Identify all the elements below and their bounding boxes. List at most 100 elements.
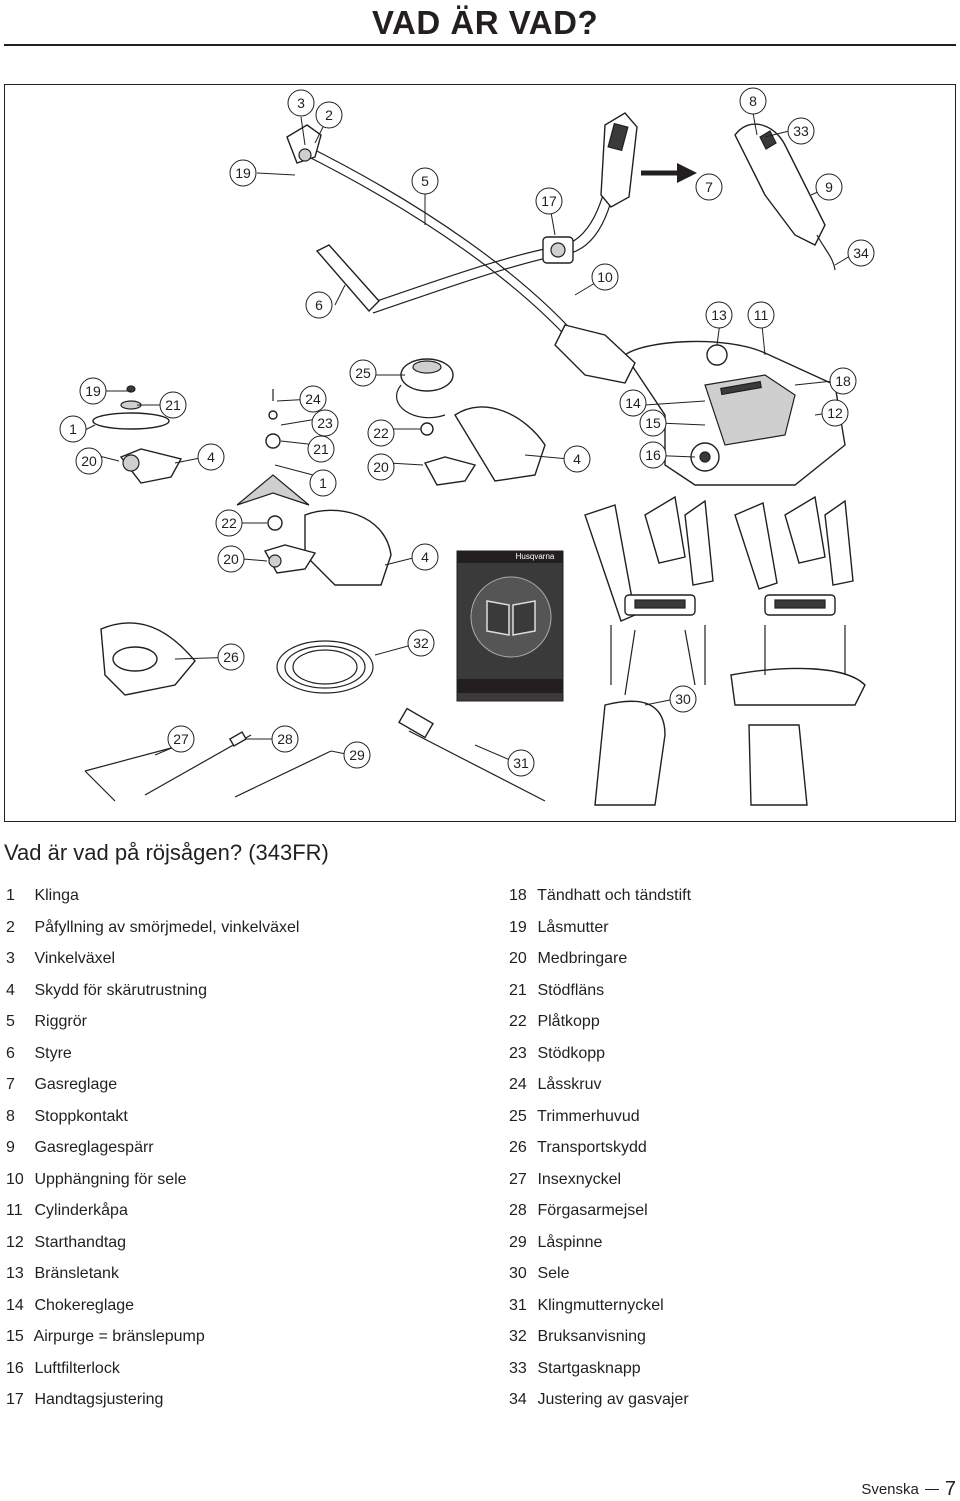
callout-34: 34 bbox=[847, 239, 875, 267]
svg-text:17: 17 bbox=[541, 193, 557, 209]
svg-text:2: 2 bbox=[325, 107, 333, 123]
svg-text:4: 4 bbox=[207, 449, 215, 465]
list-item: 16 Luftfilterlock bbox=[6, 1359, 120, 1377]
svg-text:5: 5 bbox=[421, 173, 429, 189]
callout-15: 15 bbox=[639, 409, 667, 437]
callout-19a: 19 bbox=[229, 159, 257, 187]
callout-33: 33 bbox=[787, 117, 815, 145]
callout-9: 9 bbox=[815, 173, 843, 201]
svg-text:21: 21 bbox=[165, 397, 181, 413]
callout-13: 13 bbox=[705, 301, 733, 329]
page-number: 7 bbox=[944, 1478, 956, 1500]
svg-text:9: 9 bbox=[825, 179, 833, 195]
callout-22b: 22 bbox=[215, 509, 243, 537]
list-item: 21 Stödfläns bbox=[509, 981, 605, 999]
list-item: 6 Styre bbox=[6, 1044, 72, 1062]
blade-assembly-drawing bbox=[92, 358, 546, 696]
list-item: 29 Låspinne bbox=[509, 1233, 603, 1251]
list-item: 8 Stoppkontakt bbox=[6, 1107, 128, 1125]
list-item: 1 Klinga bbox=[6, 887, 79, 904]
page-footer: Svenska 7 bbox=[861, 1478, 956, 1501]
svg-text:30: 30 bbox=[675, 691, 691, 707]
svg-text:20: 20 bbox=[223, 551, 239, 567]
list-item: 9 Gasreglagespärr bbox=[6, 1139, 154, 1156]
svg-text:11: 11 bbox=[754, 307, 769, 323]
callout-1b: 1 bbox=[309, 469, 337, 497]
svg-text:8: 8 bbox=[749, 93, 757, 109]
list-item: 27 Insexnyckel bbox=[509, 1170, 622, 1188]
list-item: 30 Sele bbox=[509, 1265, 570, 1282]
svg-text:13: 13 bbox=[711, 307, 727, 323]
callout-21b: 21 bbox=[307, 435, 335, 463]
svg-text:4: 4 bbox=[421, 549, 429, 565]
list-item: 3 Vinkelväxel bbox=[6, 950, 116, 967]
parts-illustration: Husqvarna bbox=[4, 84, 956, 822]
manual-brand: Husqvarna bbox=[516, 552, 555, 561]
list-item: 33 Startgasknapp bbox=[509, 1359, 641, 1377]
list-item: 5 Riggrör bbox=[6, 1013, 87, 1030]
svg-text:20: 20 bbox=[373, 459, 389, 475]
list-item: 7 Gasreglage bbox=[6, 1076, 118, 1093]
footer-language: Svenska bbox=[861, 1481, 919, 1498]
list-item: 18 Tändhatt och tändstift bbox=[509, 887, 692, 904]
svg-text:1: 1 bbox=[69, 421, 77, 437]
list-item: 24 Låsskruv bbox=[509, 1076, 602, 1093]
list-item: 34 Justering av gasvajer bbox=[509, 1391, 689, 1408]
tools-drawing bbox=[84, 707, 546, 802]
svg-text:22: 22 bbox=[373, 425, 389, 441]
svg-text:21: 21 bbox=[313, 441, 329, 457]
callout-4b: 4 bbox=[563, 445, 591, 473]
svg-text:15: 15 bbox=[645, 415, 661, 431]
list-item: 10 Upphängning för sele bbox=[6, 1170, 187, 1188]
list-item: 4 Skydd för skärutrustning bbox=[6, 981, 207, 999]
svg-text:25: 25 bbox=[355, 365, 371, 381]
callout-10: 10 bbox=[591, 263, 619, 291]
callout-4a: 4 bbox=[197, 443, 225, 471]
svg-text:28: 28 bbox=[277, 731, 293, 747]
list-item: 14 Chokereglage bbox=[6, 1296, 135, 1314]
svg-text:26: 26 bbox=[223, 649, 239, 665]
callout-24: 24 bbox=[299, 385, 327, 413]
callout-4c: 4 bbox=[411, 543, 439, 571]
callout-18: 18 bbox=[829, 367, 857, 395]
callout-5: 5 bbox=[411, 167, 439, 195]
callout-20b: 20 bbox=[367, 453, 395, 481]
list-item: 11 Cylinderkåpa bbox=[6, 1202, 128, 1219]
callout-21a: 21 bbox=[159, 391, 187, 419]
callout-14: 14 bbox=[619, 389, 647, 417]
list-item: 17 Handtagsjustering bbox=[6, 1391, 164, 1408]
page-title: VAD ÄR VAD? bbox=[372, 4, 599, 41]
callout-20a: 20 bbox=[75, 447, 103, 475]
svg-text:1: 1 bbox=[319, 475, 327, 491]
callout-29: 29 bbox=[343, 741, 371, 769]
callout-22a: 22 bbox=[367, 419, 395, 447]
callout-32: 32 bbox=[407, 629, 435, 657]
svg-text:32: 32 bbox=[413, 635, 429, 651]
list-item: 15 Airpurge = bränslepump bbox=[6, 1328, 205, 1345]
parts-list-right: 18 Tändhatt och tändstift 19 Låsmutter 2… bbox=[509, 880, 691, 1416]
list-item: 20 Medbringare bbox=[509, 950, 628, 967]
list-item: 22 Plåtkopp bbox=[509, 1013, 600, 1030]
harness-drawing bbox=[584, 495, 866, 806]
callout-16: 16 bbox=[639, 441, 667, 469]
callout-23: 23 bbox=[311, 409, 339, 437]
callout-1a: 1 bbox=[59, 415, 87, 443]
list-item: 28 Förgasarmejsel bbox=[509, 1202, 648, 1219]
title-divider bbox=[4, 44, 956, 46]
callout-11: 11 bbox=[747, 301, 775, 329]
svg-text:22: 22 bbox=[221, 515, 237, 531]
svg-text:20: 20 bbox=[81, 453, 97, 469]
svg-text:7: 7 bbox=[705, 179, 713, 195]
callout-19b: 19 bbox=[79, 377, 107, 405]
list-item: 26 Transportskydd bbox=[509, 1139, 647, 1156]
svg-text:24: 24 bbox=[305, 391, 321, 407]
callout-2: 2 bbox=[315, 101, 343, 129]
list-item: 31 Klingmutternyckel bbox=[509, 1296, 664, 1314]
svg-text:12: 12 bbox=[827, 405, 843, 421]
callout-6: 6 bbox=[305, 291, 333, 319]
callout-30: 30 bbox=[669, 685, 697, 713]
svg-text:18: 18 bbox=[835, 373, 851, 389]
callout-17: 17 bbox=[535, 187, 563, 215]
svg-text:14: 14 bbox=[625, 395, 641, 411]
svg-text:31: 31 bbox=[513, 755, 529, 771]
